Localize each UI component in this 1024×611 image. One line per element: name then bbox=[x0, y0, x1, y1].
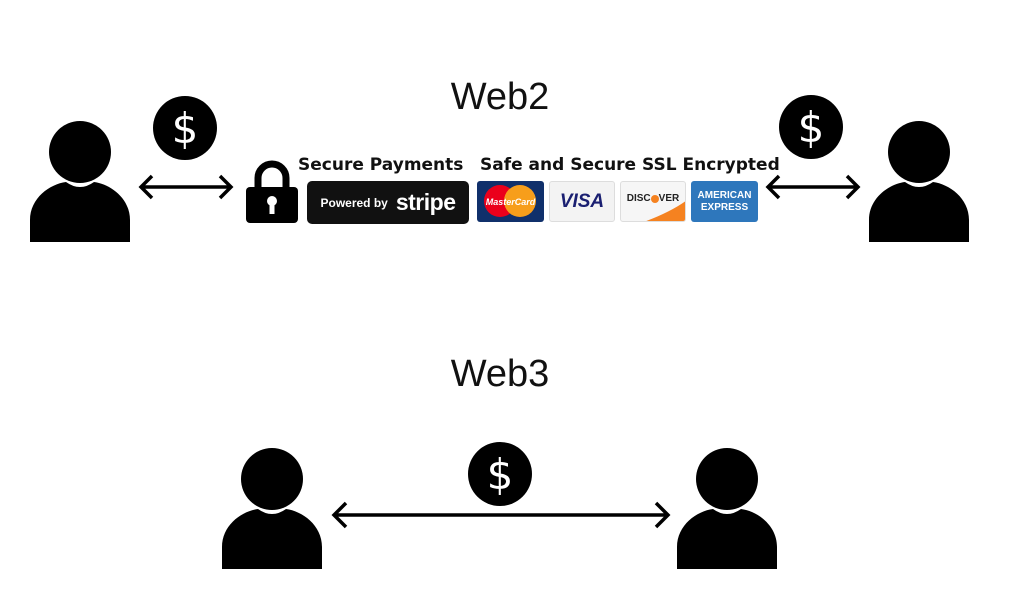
amex-logo: AMERICAN EXPRESS bbox=[691, 181, 758, 222]
dollar-icon: $ bbox=[779, 95, 843, 159]
double-arrow-icon bbox=[765, 174, 861, 200]
double-arrow-icon bbox=[331, 501, 671, 529]
mastercard-logo: MasterCard bbox=[477, 181, 544, 222]
powered-by-stripe-badge: Powered by stripe bbox=[307, 181, 469, 224]
lock-icon bbox=[246, 160, 298, 223]
double-arrow-icon bbox=[138, 174, 234, 200]
visa-logo: VISA bbox=[549, 181, 615, 222]
stripe-logo: stripe bbox=[395, 189, 456, 215]
dollar-icon: $ bbox=[468, 442, 532, 506]
sender-person-icon bbox=[222, 447, 322, 569]
ssl-label: Safe and Secure SSL Encrypted bbox=[480, 155, 780, 175]
powered-by-text: Powered by bbox=[320, 195, 388, 210]
web2-title: Web2 bbox=[450, 76, 550, 118]
receiver-person-icon bbox=[869, 120, 969, 242]
web3-title: Web3 bbox=[450, 353, 550, 395]
secure-payments-label: Secure Payments bbox=[298, 155, 464, 175]
receiver-person-icon bbox=[677, 447, 777, 569]
dollar-icon: $ bbox=[153, 96, 217, 160]
sender-person-icon bbox=[30, 120, 130, 242]
